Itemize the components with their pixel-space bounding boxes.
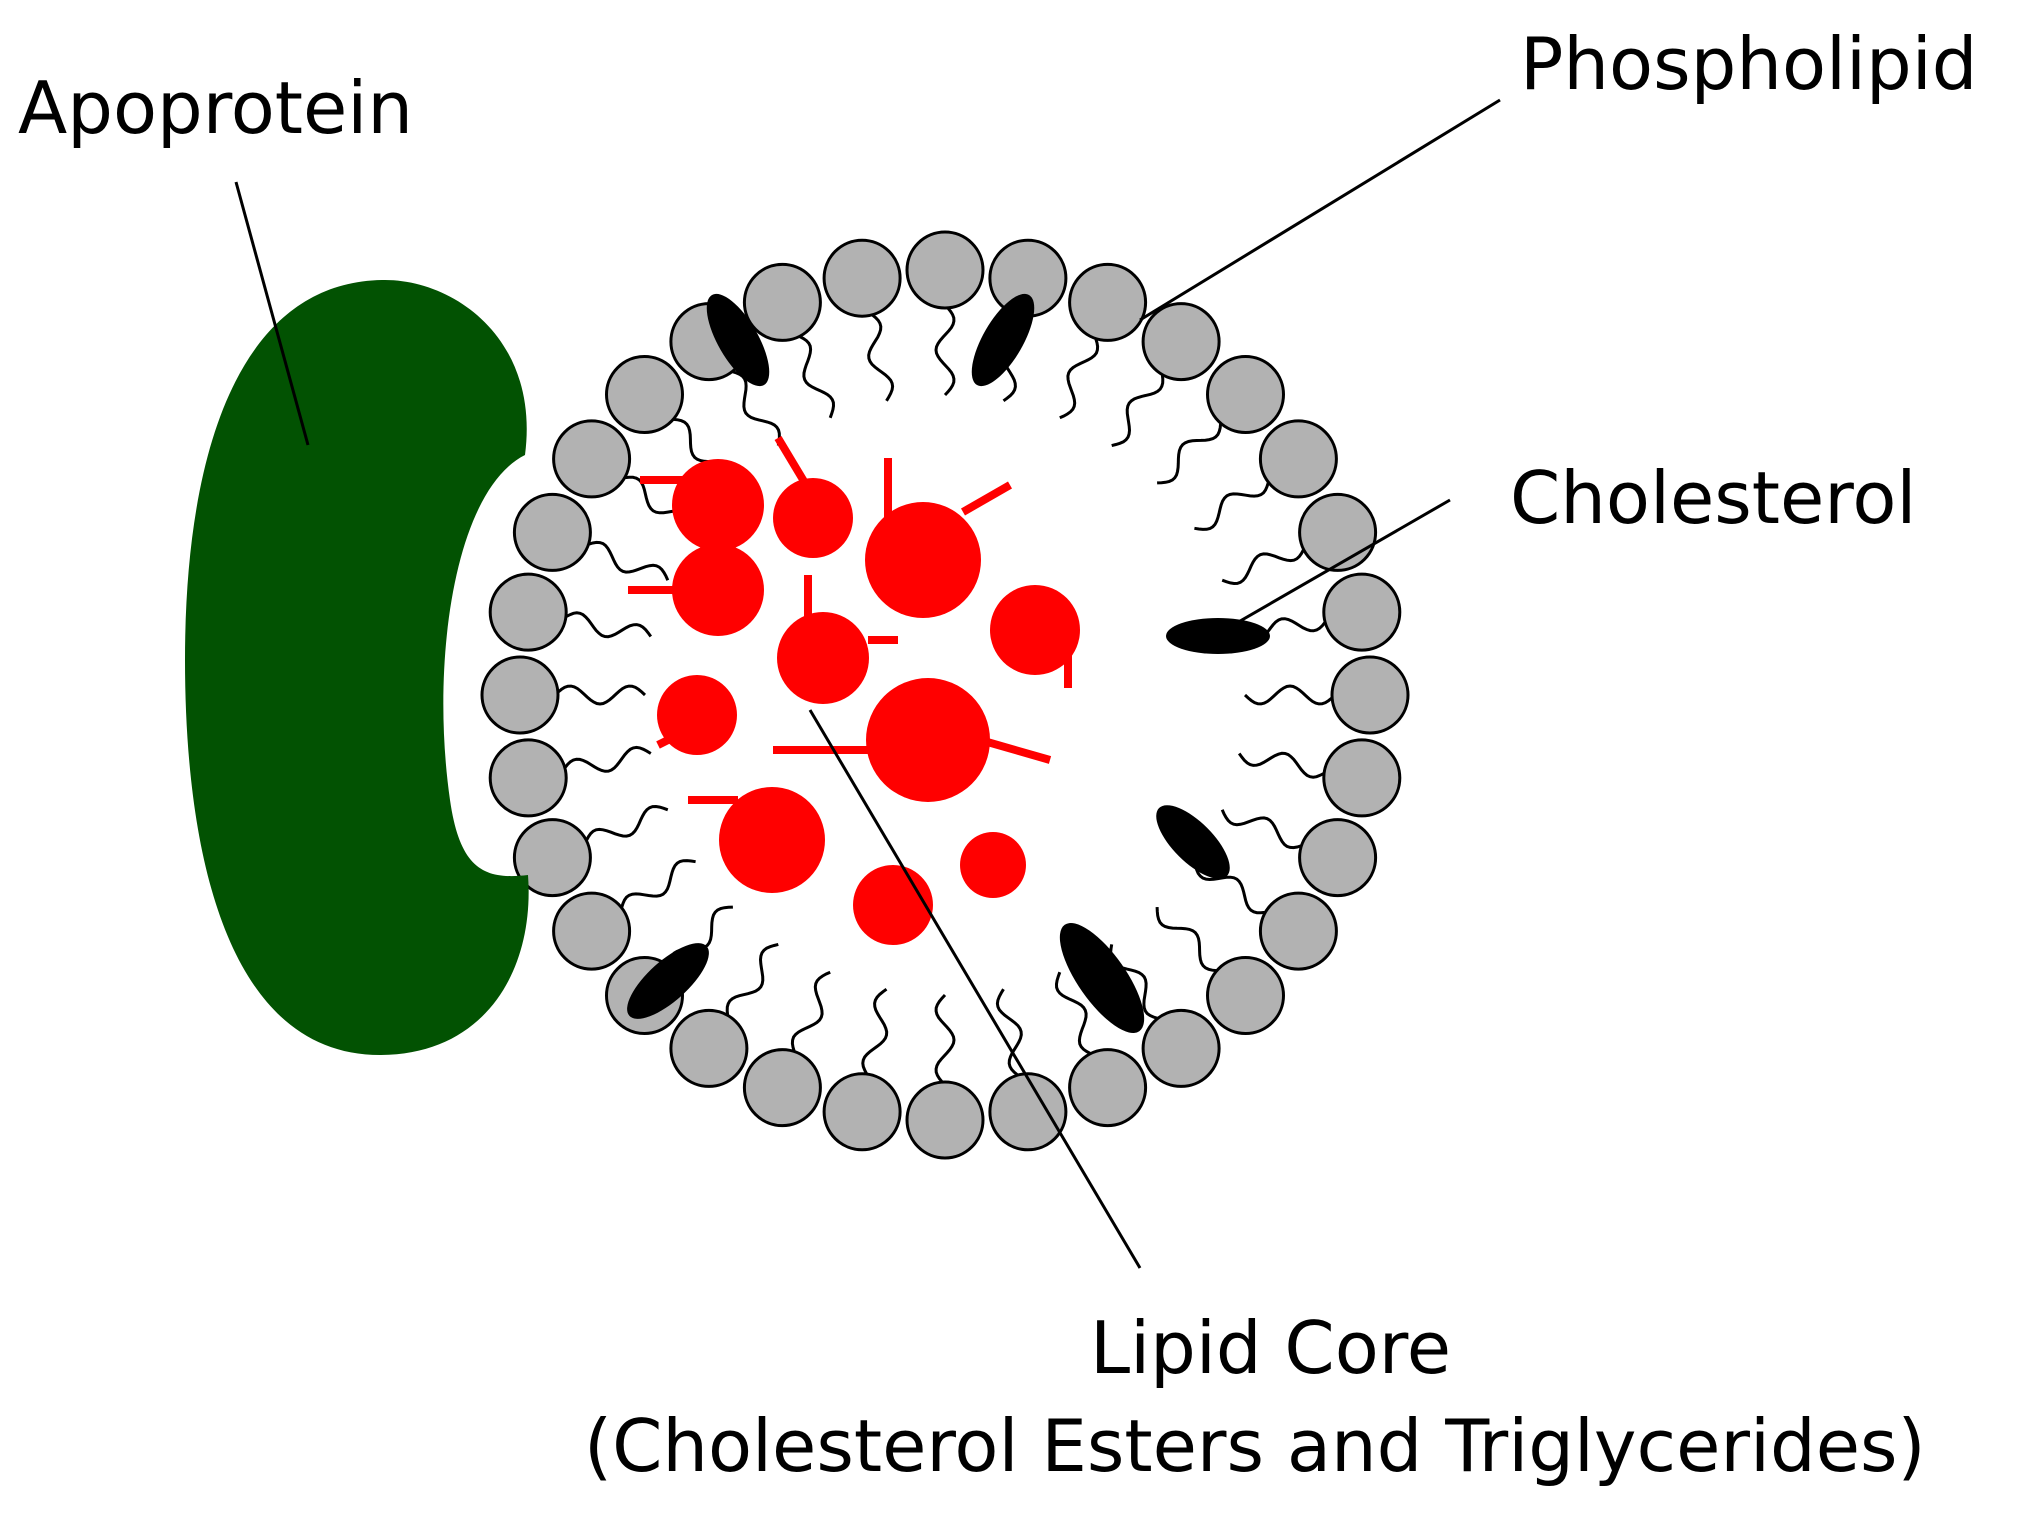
lipid-core xyxy=(628,435,1080,945)
lipid-sphere xyxy=(672,544,764,636)
phospholipid-head xyxy=(905,230,985,310)
phospholipid-head xyxy=(480,655,560,735)
phospholipid-head xyxy=(512,492,592,572)
lipid-core-label: Lipid Core xyxy=(1090,1306,1452,1390)
lipid-sphere xyxy=(853,865,933,945)
phospholipid-tail xyxy=(790,970,831,1056)
lipid-core-leader-line xyxy=(808,709,1142,1269)
lipid-sphere xyxy=(960,832,1026,898)
phospholipid-head xyxy=(1330,655,1410,735)
phospholipid-tail xyxy=(561,745,652,773)
phospholipid-tail xyxy=(583,804,669,845)
phospholipid-tail xyxy=(619,859,696,913)
phospholipid-tail xyxy=(1054,971,1095,1057)
phospholipid-head xyxy=(512,818,592,898)
lipid-sphere xyxy=(866,678,990,802)
phospholipid-head xyxy=(1322,738,1402,818)
phospholipid-tail xyxy=(1237,751,1329,779)
lipid-sphere xyxy=(777,612,869,704)
apoprotein-leader-line xyxy=(234,181,310,446)
phospholipid-tail xyxy=(1221,545,1307,586)
leader-lines xyxy=(234,98,1501,1269)
phospholipid-tail xyxy=(1192,861,1270,915)
phospholipid-label: Phospholipid xyxy=(1520,22,1978,106)
lipid-sphere xyxy=(865,502,981,618)
phospholipid-tail xyxy=(561,611,653,639)
lipid-sphere xyxy=(773,478,853,558)
phospholipid-tail xyxy=(1243,684,1337,706)
phospholipid-head xyxy=(1206,355,1285,434)
cholesterol-molecule xyxy=(1166,618,1270,654)
cholesterol-molecule xyxy=(706,293,770,387)
phospholipid-tail xyxy=(995,988,1023,1079)
phospholipid-head xyxy=(742,262,822,342)
phospholipid-head xyxy=(488,738,568,818)
phospholipid-tail xyxy=(553,684,647,706)
phospholipid-head xyxy=(742,1048,822,1128)
lipid-tail-stub xyxy=(961,731,1052,764)
phospholipid-head xyxy=(1298,492,1378,572)
phospholipid-head xyxy=(1258,419,1338,499)
phospholipid-head xyxy=(988,1072,1068,1152)
phospholipid-head xyxy=(822,1072,902,1152)
phospholipid-head xyxy=(552,419,632,499)
phospholipid-tail xyxy=(1111,370,1165,448)
phospholipid-tail xyxy=(584,540,670,581)
phospholipid-tail xyxy=(725,942,779,1020)
phospholipid-head xyxy=(1068,262,1148,342)
phospholipid-tail xyxy=(861,987,889,1079)
phospholipid-head xyxy=(1141,302,1221,382)
cholesterol-molecules xyxy=(627,293,1270,1033)
phospholipid-head xyxy=(488,572,568,652)
cholesterol-molecule xyxy=(627,943,709,1019)
phospholipid-tail xyxy=(795,333,836,419)
phospholipid-head xyxy=(1206,956,1285,1035)
lipid-tail-stub xyxy=(961,481,1012,516)
phospholipid-head xyxy=(552,891,632,971)
phospholipid-tail xyxy=(1155,907,1221,973)
apoprotein-label: Apoprotein xyxy=(18,66,413,150)
phospholipid-leader-line xyxy=(1139,98,1501,322)
phospholipid-head xyxy=(1068,1048,1148,1128)
phospholipid-shell xyxy=(480,230,1410,1160)
phospholipid-head xyxy=(1141,1008,1221,1088)
lipid-sphere xyxy=(990,585,1080,675)
phospholipid-tail xyxy=(1059,334,1100,420)
lipid-sphere xyxy=(719,787,825,893)
cholesterol-molecule xyxy=(971,293,1035,387)
cholesterol-molecule xyxy=(1059,923,1145,1033)
cholesterol-molecule xyxy=(1156,805,1230,879)
cholesterol-label: Cholesterol xyxy=(1510,456,1917,540)
lipid-tail-stub xyxy=(656,731,680,749)
lipid-sphere xyxy=(672,459,764,551)
phospholipid-tail xyxy=(1194,477,1271,531)
phospholipid-head xyxy=(669,1008,749,1088)
lipid-core-detail-label: (Cholesterol Esters and Triglycerides) xyxy=(584,1404,1926,1488)
phospholipid-tail xyxy=(934,303,956,397)
phospholipid-tail xyxy=(1220,809,1306,850)
phospholipid-head xyxy=(605,355,684,434)
phospholipid-head xyxy=(822,238,902,318)
cholesterol-leader-line xyxy=(1227,498,1451,630)
phospholipid-head xyxy=(905,1080,985,1160)
phospholipid-tail xyxy=(934,993,956,1087)
apoprotein-shape xyxy=(185,280,529,1055)
phospholipid-head xyxy=(1298,818,1378,898)
lipid-tail-stub xyxy=(774,435,812,491)
phospholipid-head xyxy=(1322,572,1402,652)
phospholipid-head xyxy=(1258,891,1338,971)
phospholipid-tail xyxy=(867,311,895,402)
phospholipid-tail xyxy=(1157,419,1223,485)
